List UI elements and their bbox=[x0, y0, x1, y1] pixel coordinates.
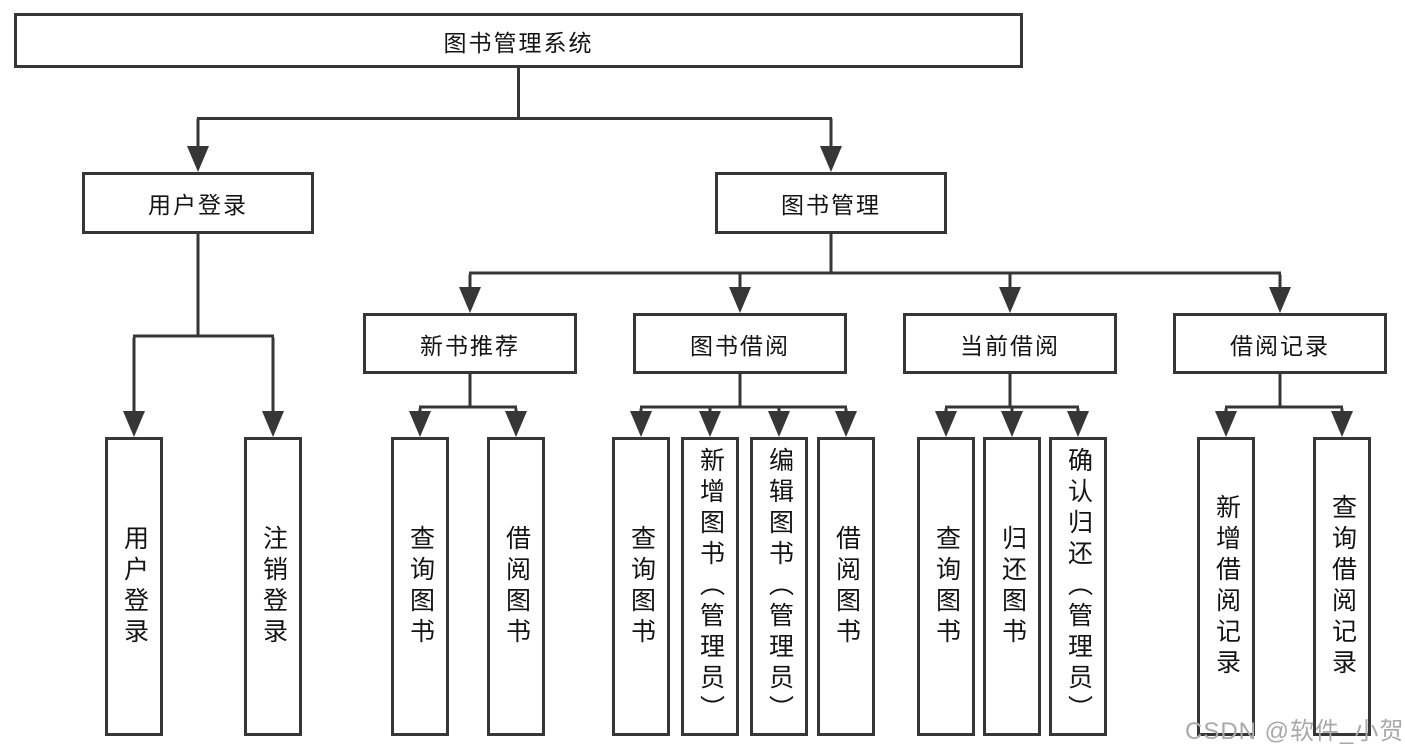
edge-newbook-to-leaves bbox=[418, 374, 518, 414]
arrowhead bbox=[1331, 411, 1353, 437]
node-new-book-recommend: 新书推荐 bbox=[363, 313, 577, 374]
node-book-management: 图书管理 bbox=[715, 172, 947, 234]
leaf-add-books-admin: 新增图书（管理员） bbox=[681, 437, 739, 736]
leaf-query-books-3: 查询图书 bbox=[917, 437, 975, 736]
edge-userlogin-to-leaves bbox=[132, 234, 275, 414]
csdn-watermark: CSDN @软件_小贺同学 bbox=[1185, 718, 1405, 745]
leaf-borrow-books-2: 借阅图书 bbox=[817, 437, 875, 736]
arrowhead bbox=[699, 411, 721, 437]
arrowhead bbox=[729, 287, 751, 313]
arrowhead bbox=[262, 411, 284, 437]
arrowhead bbox=[630, 411, 652, 437]
arrowhead bbox=[505, 411, 527, 437]
leaf-user-login: 用户登录 bbox=[105, 437, 163, 736]
arrowhead bbox=[999, 287, 1021, 313]
node-book-borrowing: 图书借阅 bbox=[633, 313, 847, 374]
node-library-management-system: 图书管理系统 bbox=[14, 13, 1023, 68]
arrowhead bbox=[768, 411, 790, 437]
leaf-logout: 注销登录 bbox=[244, 437, 302, 736]
arrowhead bbox=[820, 146, 842, 172]
edge-root-to-level2 bbox=[196, 67, 833, 150]
node-user-login: 用户登录 bbox=[82, 172, 314, 234]
edge-records-to-leaves bbox=[1224, 374, 1344, 414]
arrowhead bbox=[1001, 411, 1023, 437]
leaf-confirm-return-admin: 确认归还（管理员） bbox=[1049, 437, 1107, 736]
node-borrowing-records: 借阅记录 bbox=[1173, 313, 1387, 374]
leaf-edit-books-admin: 编辑图书（管理员） bbox=[750, 437, 808, 736]
leaf-add-borrow-record: 新增借阅记录 bbox=[1197, 437, 1255, 736]
node-current-borrowing: 当前借阅 bbox=[903, 313, 1117, 374]
arrowhead bbox=[123, 411, 145, 437]
edge-bookmgmt-to-level3 bbox=[468, 234, 1282, 291]
leaf-return-books: 归还图书 bbox=[983, 437, 1041, 736]
arrowhead bbox=[459, 287, 481, 313]
arrowhead bbox=[1215, 411, 1237, 437]
arrowhead bbox=[1067, 411, 1089, 437]
leaf-query-books-1: 查询图书 bbox=[391, 437, 449, 736]
arrowhead bbox=[835, 411, 857, 437]
arrowhead bbox=[935, 411, 957, 437]
arrowhead bbox=[187, 146, 209, 172]
leaf-borrow-books-1: 借阅图书 bbox=[487, 437, 545, 736]
arrowhead bbox=[1269, 287, 1291, 313]
edge-borrow-to-leaves bbox=[639, 374, 848, 414]
edge-current-to-leaves bbox=[944, 374, 1080, 414]
leaf-query-borrow-record: 查询借阅记录 bbox=[1313, 437, 1371, 736]
arrowhead bbox=[409, 411, 431, 437]
leaf-query-books-2: 查询图书 bbox=[612, 437, 670, 736]
